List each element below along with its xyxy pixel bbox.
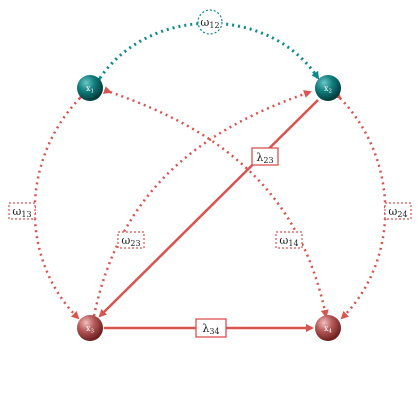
label-l23: λ23: [251, 147, 279, 166]
node-x3: x3: [77, 315, 103, 341]
svg-text:x3: x3: [86, 324, 95, 335]
svg-text:λ34: λ34: [202, 322, 219, 336]
edge-labels: ω12 ω13 ω24 ω23 ω14: [8, 9, 412, 338]
svg-text:x1: x1: [86, 84, 94, 95]
label-w23: ω23: [117, 231, 145, 249]
edge-l23: [98, 99, 319, 318]
node-x4: x4: [315, 315, 341, 341]
svg-text:ω23: ω23: [121, 234, 140, 248]
edges: [33, 21, 387, 332]
nodes: x1 x2 x3 x4: [77, 75, 341, 341]
label-w24: ω24: [384, 202, 412, 220]
label-w12: ω12: [197, 9, 223, 35]
svg-text:ω14: ω14: [279, 234, 298, 248]
svg-text:ω24: ω24: [388, 205, 407, 219]
label-w13: ω13: [8, 202, 36, 220]
node-x2: x2: [315, 75, 341, 101]
edge-w13: [33, 90, 88, 320]
label-w14: ω14: [275, 231, 303, 249]
edge-w24: [332, 90, 387, 320]
svg-text:ω12: ω12: [200, 16, 219, 30]
svg-text:ω13: ω13: [12, 205, 31, 219]
svg-text:λ23: λ23: [256, 151, 273, 165]
label-l34: λ34: [195, 318, 227, 338]
svg-text:x2: x2: [324, 84, 332, 95]
svg-text:x4: x4: [324, 324, 333, 335]
node-x1: x1: [77, 75, 103, 101]
